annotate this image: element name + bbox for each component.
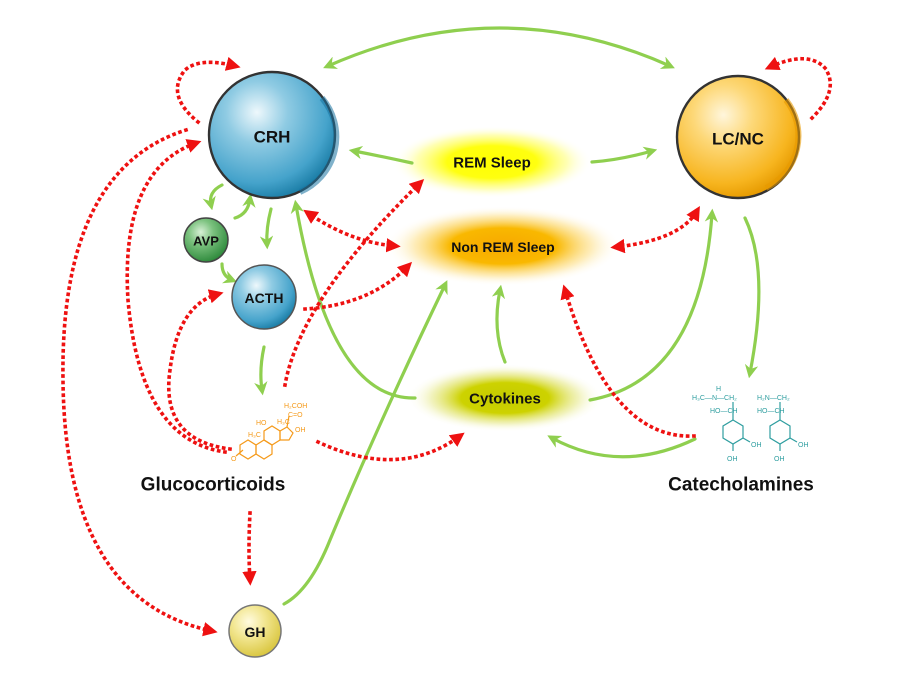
- arrow-catecholamines-nrem: [560, 284, 696, 438]
- cortisol-ring-c: [263, 425, 281, 446]
- arrow-gh-nrem: [282, 280, 448, 606]
- norepinephrine-structure: [769, 402, 798, 451]
- cytokines-glow: [407, 364, 603, 432]
- arrow-crh-acth: [259, 207, 274, 250]
- arrow-glucocorticoids-acth: [167, 289, 233, 452]
- state-rem-sleep: REM Sleep: [392, 126, 592, 198]
- arrow-crh-avp: [202, 183, 224, 211]
- cortisol-groups: H₂COH C=O HO H₃C H₃C OH O: [231, 403, 307, 463]
- arrow-cytokines-nrem: [491, 284, 507, 364]
- ne-group: H₂N—CH₂: [757, 395, 790, 402]
- catecholamines-label: Catecholamines: [668, 475, 814, 496]
- cytokines-label: Cytokines: [469, 391, 541, 408]
- norepinephrine-groups: H₂N—CH₂ HO—CH OH OH: [757, 395, 809, 463]
- epinephrine-structure: [722, 402, 751, 451]
- avp-circle: [183, 217, 229, 263]
- cortisol-group: C=O: [288, 412, 303, 419]
- epi-group: OH: [727, 456, 738, 463]
- gh-circle: [228, 604, 282, 658]
- node-gh: GH: [228, 604, 282, 658]
- arrow-rem-crh: [348, 145, 414, 165]
- cortisol-group: OH: [295, 427, 306, 434]
- rem-sleep-glow: [392, 126, 592, 198]
- non-rem-sleep-label: Non REM Sleep: [451, 239, 554, 255]
- cortisol-ring-d: [279, 426, 294, 441]
- ne-ring: [769, 419, 791, 445]
- arrow-catecholamines-cytokines: [547, 435, 697, 459]
- rem-sleep-label: REM Sleep: [453, 155, 531, 172]
- arrow-acth-glucocorticoids: [254, 345, 268, 396]
- node-lcnc: LC/NC: [675, 74, 802, 200]
- arrow-rem-lcnc: [590, 146, 658, 164]
- epi-ring: [722, 419, 744, 445]
- cortisol-ketone: [235, 449, 244, 457]
- epi-group: OH: [751, 442, 762, 449]
- cortisol-group: O: [231, 456, 237, 463]
- ne-group: HO—CH: [757, 408, 785, 415]
- avp-label: AVP: [193, 234, 219, 249]
- inhibitory-arrows: [61, 56, 832, 637]
- lcnc-rim: [764, 98, 802, 191]
- cortisol-group: HO: [256, 420, 267, 427]
- crh-label: CRH: [254, 128, 291, 147]
- cortisol-group: H₃C: [248, 432, 261, 439]
- acth-circle: [231, 264, 297, 330]
- epi-group: H: [716, 386, 721, 393]
- arrow-crh-gh: [61, 127, 218, 637]
- epi-oh-bond: [742, 437, 751, 443]
- state-non-rem-sleep: Non REM Sleep: [385, 206, 621, 286]
- arrow-cytokines-lcnc: [588, 208, 719, 402]
- arrow-acth-nrem: [303, 261, 413, 311]
- lcnc-label: LC/NC: [712, 130, 764, 149]
- state-cytokines: Cytokines: [407, 364, 603, 432]
- non-rem-sleep-glow: [385, 206, 621, 286]
- arrow-lcnc-self: [764, 56, 832, 121]
- epi-group: HO—CH: [710, 408, 738, 415]
- arrow-glucocorticoids-crh: [125, 139, 228, 455]
- ne-oh-bond: [789, 437, 798, 443]
- arrow-lcnc-nrem: [610, 206, 700, 254]
- node-avp: AVP: [183, 217, 229, 263]
- ne-group: OH: [774, 456, 785, 463]
- arrow-crh-nrem: [303, 209, 401, 253]
- arrow-glucocorticoids-cytokines: [315, 432, 465, 462]
- cortisol-structure: [235, 415, 294, 460]
- glucocorticoids-label: Glucocorticoids: [141, 475, 286, 496]
- cortisol-group: H₂COH: [284, 403, 307, 410]
- cortisol-ring-a: [239, 439, 257, 460]
- arrow-crh-self: [175, 56, 241, 125]
- arrow-avp-acth: [220, 262, 237, 284]
- ne-group: OH: [798, 442, 809, 449]
- arrow-avp-crh: [233, 193, 256, 220]
- arrow-lcnc-catecholamines: [743, 216, 761, 379]
- gh-label: GH: [245, 624, 266, 640]
- node-crh: CRH: [207, 70, 340, 200]
- arrow-glucocorticoids-rem: [282, 178, 425, 388]
- arrow-crh-lcnc: [323, 26, 675, 69]
- cortisol-bond: [286, 415, 290, 428]
- epinephrine-groups: H₃C—N—CH₂ H HO—CH OH OH: [692, 386, 762, 463]
- epi-group: H₃C—N—CH₂: [692, 395, 737, 402]
- arrow-glucocorticoids-gh: [242, 511, 257, 586]
- cortisol-group: H₃C: [277, 419, 290, 426]
- acth-label: ACTH: [245, 290, 284, 306]
- node-acth: ACTH: [231, 264, 297, 330]
- crh-rim: [298, 96, 340, 195]
